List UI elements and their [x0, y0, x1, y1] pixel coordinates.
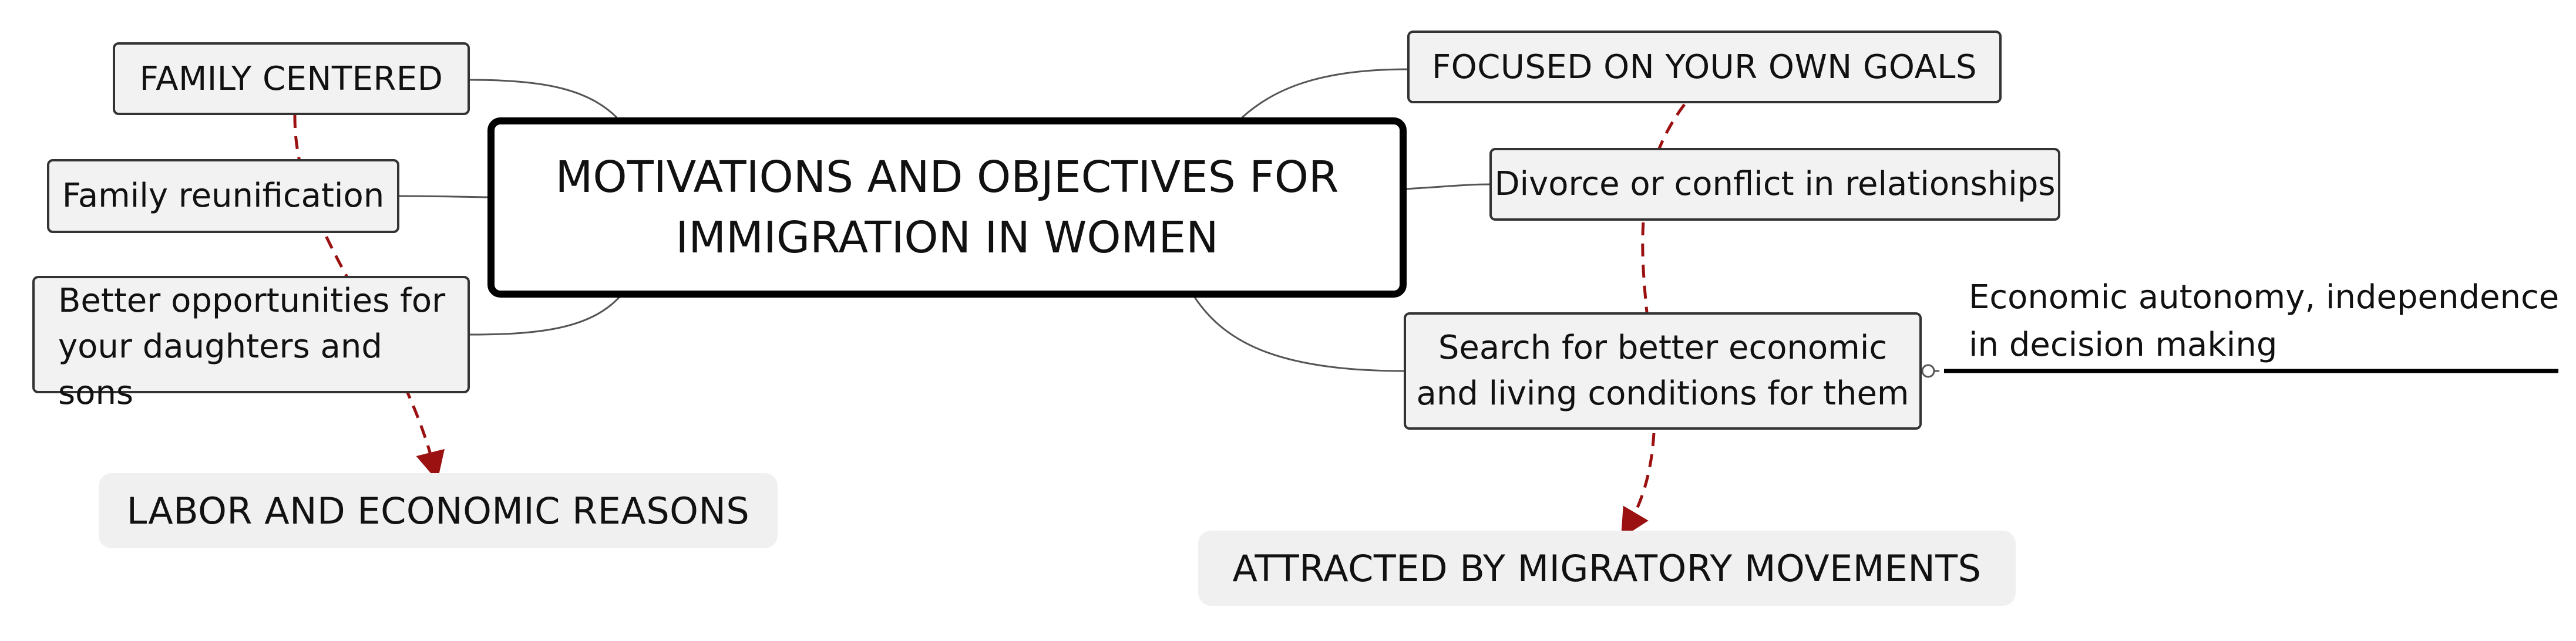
- branch-divorce[interactable]: Divorce or conflict in relationships: [1489, 148, 2060, 221]
- floating-topic-labor-economic-label: LABOR AND ECONOMIC REASONS: [126, 489, 750, 532]
- floating-topic-attracted-migratory[interactable]: ATTRACTED BY MIGRATORY MOVEMENTS: [1198, 531, 2016, 606]
- branch-family-reunification-label: Family reunification: [62, 176, 385, 215]
- subtopic-economic-autonomy[interactable]: Economic autonomy, independence in decis…: [1969, 274, 2559, 369]
- connector-divorce: [1404, 183, 1490, 190]
- branch-divorce-label: Divorce or conflict in relationships: [1494, 164, 2056, 203]
- connector-family-centered: [469, 79, 618, 119]
- subtopic-economic-autonomy-line2: in decision making: [1969, 326, 2278, 365]
- connector-own-goals: [1241, 68, 1408, 119]
- central-topic-line2: IMMIGRATION IN WOMEN: [675, 212, 1219, 263]
- connector-better-opportunities: [469, 293, 624, 336]
- floating-topic-labor-economic[interactable]: LABOR AND ECONOMIC REASONS: [99, 473, 778, 548]
- branch-family-reunification[interactable]: Family reunification: [47, 159, 399, 233]
- connector-node-dot: [1921, 364, 1935, 378]
- branch-better-opportunities-line1: Better opportunities for: [58, 282, 446, 320]
- branch-family-centered[interactable]: FAMILY CENTERED: [113, 42, 470, 115]
- central-topic[interactable]: MOTIVATIONS AND OBJECTIVES FOR IMMIGRATI…: [487, 117, 1407, 298]
- subtopic-economic-autonomy-line1: Economic autonomy, independence: [1969, 278, 2560, 316]
- branch-search-line2: and living conditions for them: [1416, 375, 1909, 413]
- connector-search: [1191, 293, 1404, 372]
- branch-search-line1: Search for better economic: [1438, 328, 1888, 367]
- branch-own-goals[interactable]: FOCUSED ON YOUR OWN GOALS: [1407, 31, 2002, 103]
- branch-better-opportunities[interactable]: Better opportunities for your daughters …: [32, 276, 470, 412]
- connector-family-reunification: [399, 195, 492, 198]
- branch-better-opportunities-line2: your daughters and sons: [58, 328, 382, 412]
- branch-search-better-conditions[interactable]: Search for better economic and living co…: [1404, 312, 1922, 430]
- branch-own-goals-label: FOCUSED ON YOUR OWN GOALS: [1431, 48, 1978, 86]
- branch-family-centered-label: FAMILY CENTERED: [139, 59, 443, 98]
- central-topic-line1: MOTIVATIONS AND OBJECTIVES FOR: [555, 152, 1339, 203]
- floating-topic-attracted-migratory-label: ATTRACTED BY MIGRATORY MOVEMENTS: [1232, 546, 1982, 590]
